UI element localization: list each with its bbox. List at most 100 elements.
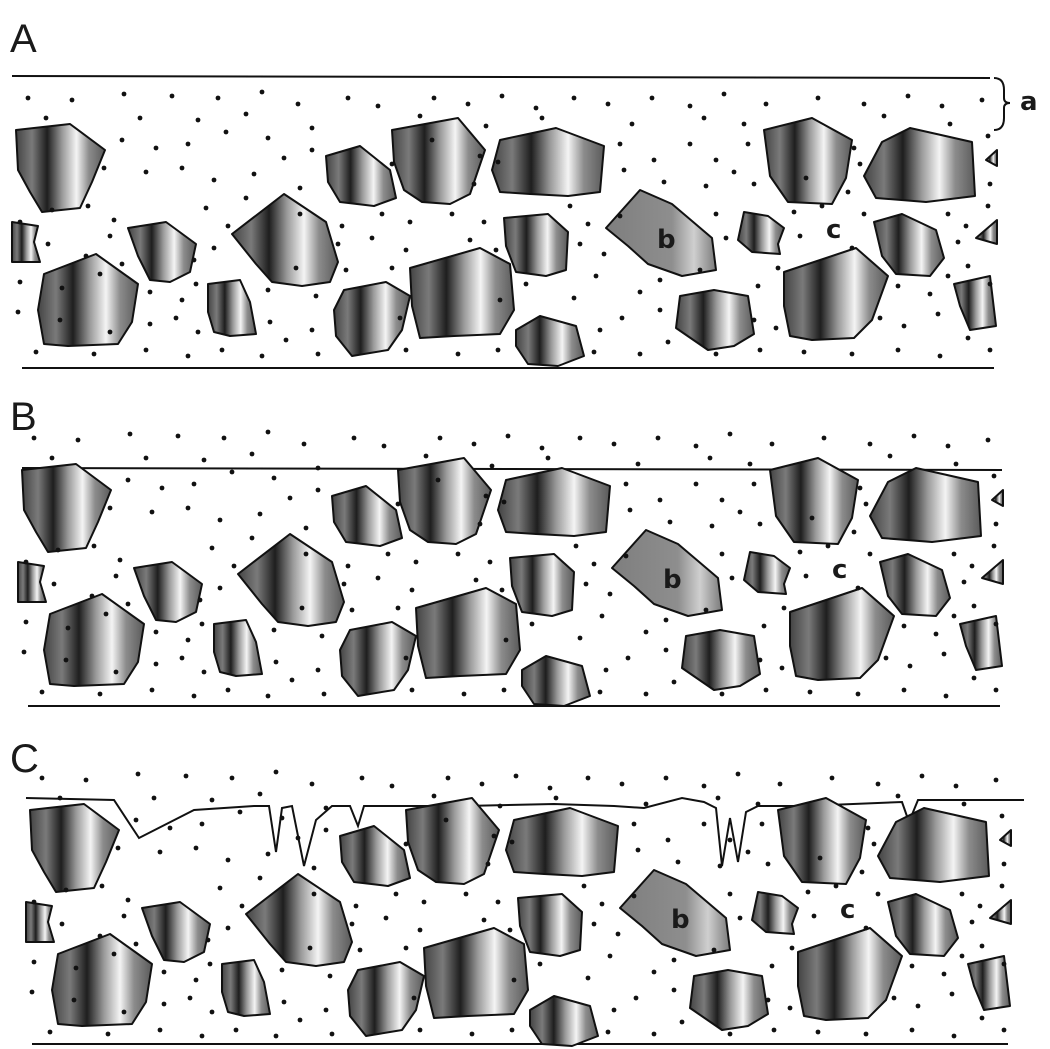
dot [97, 933, 103, 939]
dot [179, 655, 185, 661]
dot [855, 691, 861, 697]
dot [43, 115, 49, 121]
dot [319, 633, 325, 639]
dot [201, 457, 207, 463]
dot [195, 117, 201, 123]
dot [867, 551, 873, 557]
grain [503, 213, 569, 277]
dot [751, 181, 757, 187]
grain [763, 117, 853, 205]
dot [757, 521, 763, 527]
dot [969, 563, 975, 569]
dot [537, 961, 543, 967]
dot [313, 293, 319, 299]
dot [195, 329, 201, 335]
dot [623, 553, 629, 559]
dot [191, 257, 197, 263]
dot [259, 89, 265, 95]
dot [403, 347, 409, 353]
dot [651, 157, 657, 163]
dot [887, 453, 893, 459]
dot [157, 1027, 163, 1033]
dot [225, 925, 231, 931]
dot [631, 893, 637, 899]
dot [825, 543, 831, 549]
dot [359, 775, 365, 781]
dot [217, 585, 223, 591]
grain [15, 123, 106, 213]
dot [157, 849, 163, 855]
dot [721, 91, 727, 97]
dot [49, 207, 55, 213]
grain [405, 797, 500, 885]
dot [545, 455, 551, 461]
dot [297, 185, 303, 191]
dot [443, 817, 449, 823]
dot [901, 687, 907, 693]
dot [963, 223, 969, 229]
dot [987, 347, 993, 353]
dot [33, 349, 39, 355]
dot [309, 125, 315, 131]
dot [713, 157, 719, 163]
dot [295, 101, 301, 107]
dot [83, 253, 89, 259]
dot [147, 321, 153, 327]
dot [701, 821, 707, 827]
dot [511, 977, 517, 983]
dot [789, 945, 795, 951]
dot [909, 1027, 915, 1033]
dot [591, 561, 597, 567]
dot [593, 273, 599, 279]
dot [281, 155, 287, 161]
dot [719, 497, 725, 503]
dot [495, 899, 501, 905]
dot [375, 575, 381, 581]
dot [643, 629, 649, 635]
dot [449, 211, 455, 217]
dot [861, 211, 867, 217]
grain [689, 969, 769, 1031]
dot [755, 283, 761, 289]
dot [91, 543, 97, 549]
dot [379, 211, 385, 217]
dot [119, 137, 125, 143]
dot [727, 431, 733, 437]
dot [661, 179, 667, 185]
dot [855, 585, 861, 591]
dot [119, 261, 125, 267]
dot [149, 687, 155, 693]
dot [619, 781, 625, 787]
dot [273, 1033, 279, 1039]
grain [985, 149, 998, 167]
label-c: c [832, 555, 847, 585]
dot [713, 211, 719, 217]
dot [199, 821, 205, 827]
dot [717, 863, 723, 869]
dot [199, 621, 205, 627]
dot [147, 289, 153, 295]
dot [915, 1003, 921, 1009]
dot [225, 687, 231, 693]
dot [951, 551, 957, 557]
dot [113, 669, 119, 675]
dot [599, 613, 605, 619]
dot [985, 203, 991, 209]
dot [47, 1029, 53, 1035]
dot [265, 429, 271, 435]
dot [649, 95, 655, 101]
dot [657, 307, 663, 313]
dot [895, 283, 901, 289]
dot [301, 441, 307, 447]
dot [881, 113, 887, 119]
dot [239, 903, 245, 909]
dot [901, 623, 907, 629]
dot [765, 997, 771, 1003]
dot [909, 963, 915, 969]
grain [975, 219, 998, 245]
dot [751, 317, 757, 323]
dot [297, 1017, 303, 1023]
dot [959, 891, 965, 897]
dot [779, 665, 785, 671]
